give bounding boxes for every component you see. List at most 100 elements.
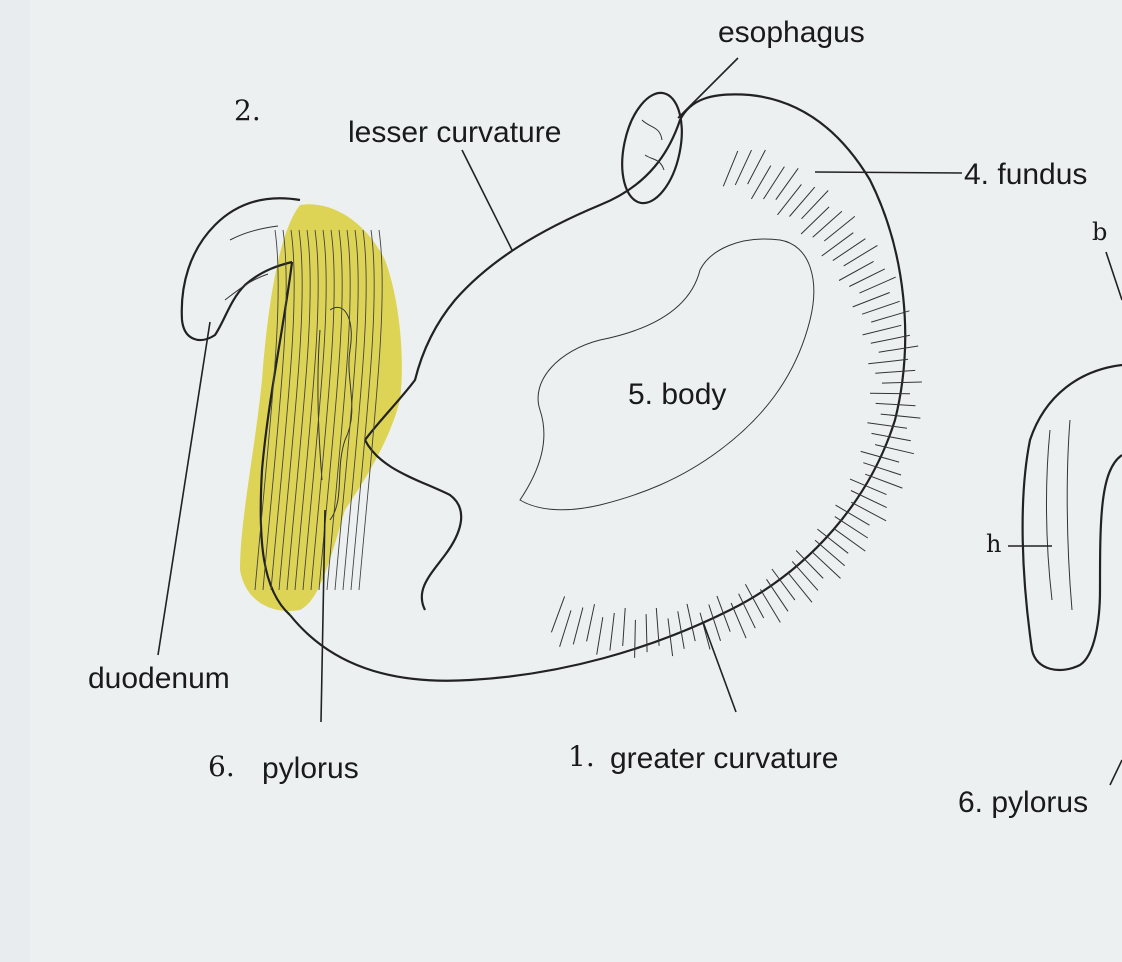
hatch-stroke — [862, 324, 902, 336]
hatch-stroke — [881, 381, 922, 384]
greater-curvature-leader — [702, 621, 737, 713]
hatch-stroke — [852, 292, 890, 308]
duodenum-shape — [180, 197, 301, 342]
leader-lines — [157, 57, 963, 723]
hatch-stroke — [800, 206, 830, 235]
hatch-stroke — [823, 216, 856, 242]
hatch-stroke — [738, 593, 756, 629]
hatch-stroke — [342, 229, 367, 591]
hatch-stroke — [622, 607, 626, 647]
hatch-stroke — [871, 432, 911, 442]
hatch-stroke — [254, 229, 279, 591]
label-duodenum: duodenum — [88, 662, 230, 695]
hatch-stroke — [350, 229, 375, 591]
hatch-stroke — [262, 229, 287, 591]
hatch-stroke — [817, 528, 849, 554]
hatch-stroke — [609, 612, 615, 651]
hatch-stroke — [875, 369, 916, 374]
hatch-stroke — [550, 596, 566, 633]
hatch-stroke — [294, 229, 319, 591]
hatch-stroke — [750, 165, 772, 200]
hatch-stroke — [716, 595, 731, 632]
hatch-stroke — [871, 310, 910, 323]
hatch-stroke — [270, 229, 295, 591]
hatch-stroke — [870, 334, 911, 344]
hatch-stroke — [868, 358, 909, 365]
label-body: 5. body — [628, 378, 726, 411]
hatch-stroke — [310, 229, 335, 591]
pylorus-shape — [259, 261, 353, 616]
marker-2: 2. — [234, 94, 261, 127]
hatch-stroke — [596, 617, 604, 655]
hatch-stroke — [699, 612, 711, 650]
label-esophagus: esophagus — [718, 16, 865, 49]
hatch-stroke — [286, 229, 311, 591]
label-pylorus-right: 6. pylorus — [958, 786, 1088, 819]
hatch-stroke — [861, 300, 900, 315]
hatch-stroke — [874, 444, 915, 455]
hatch-stroke — [734, 149, 752, 186]
hatch-stroke — [302, 229, 327, 591]
label-lesser-curvature: lesser curvature — [348, 116, 561, 149]
hatch-stroke — [835, 504, 870, 526]
fundus-leader — [814, 171, 963, 174]
hatch-stroke — [878, 345, 919, 353]
duodenum-leader — [157, 321, 211, 656]
paper-background — [30, 0, 1122, 962]
hatch-stroke — [326, 229, 351, 591]
hatch-stroke — [278, 229, 303, 591]
hatch-stroke — [867, 422, 908, 429]
hatch-stroke — [744, 583, 765, 619]
hatch-stroke — [667, 618, 674, 657]
hatch-stroke — [358, 229, 383, 591]
hatch-stroke — [801, 190, 829, 220]
hatch-stroke — [795, 550, 824, 579]
hatch-stroke — [572, 607, 584, 645]
hatch-stroke — [821, 232, 854, 257]
hatch-stroke — [860, 450, 900, 463]
hatch-stroke — [850, 490, 887, 509]
hatch-stroke — [832, 238, 866, 262]
hatch-stroke — [763, 166, 785, 200]
hatch-stroke — [677, 611, 685, 649]
hatch-stroke — [814, 539, 846, 567]
hatch-stroke — [334, 229, 359, 591]
label-pylorus: pylorus — [262, 752, 359, 785]
hatch-stroke — [655, 607, 660, 646]
marker-h: h — [986, 530, 1001, 558]
hatch-stroke — [849, 268, 886, 287]
lesser-curvature-leader — [461, 149, 513, 251]
stomach-shape — [289, 91, 907, 682]
hatch-stroke — [747, 149, 766, 185]
hatch-stroke — [777, 184, 802, 216]
hatch-stroke — [759, 589, 781, 623]
hatch-stroke — [875, 402, 916, 407]
label-greater-curvature-number: 1. — [568, 740, 595, 773]
hatch-stroke — [834, 516, 869, 539]
hatch-stroke — [730, 602, 747, 639]
esophagus-leader — [677, 57, 739, 119]
hatch-stroke — [771, 568, 796, 601]
hatch-stroke — [863, 462, 902, 476]
hatch-stroke — [708, 604, 721, 641]
hatch-stroke — [850, 501, 887, 522]
hatch-stroke — [849, 478, 887, 496]
pylorus-highlight — [240, 204, 402, 611]
hatch-stroke — [811, 551, 841, 579]
hatch-stroke — [859, 276, 896, 294]
right-partial-diagram — [1008, 251, 1122, 786]
hatch-stroke — [843, 244, 878, 267]
hatch-stroke — [838, 260, 874, 281]
hatch-stroke — [559, 610, 572, 647]
hatch-stroke — [833, 527, 866, 552]
hatch-stroke — [634, 619, 636, 658]
hatch-stroke — [722, 150, 739, 187]
label-pylorus-number: 6. — [208, 750, 235, 783]
hatch-stroke — [880, 413, 921, 419]
hatch-stroke — [586, 604, 595, 642]
hatch-stroke — [789, 186, 816, 217]
hatch-stroke — [686, 603, 696, 642]
hatch-stroke — [645, 614, 648, 653]
hatch-stroke — [766, 579, 789, 612]
